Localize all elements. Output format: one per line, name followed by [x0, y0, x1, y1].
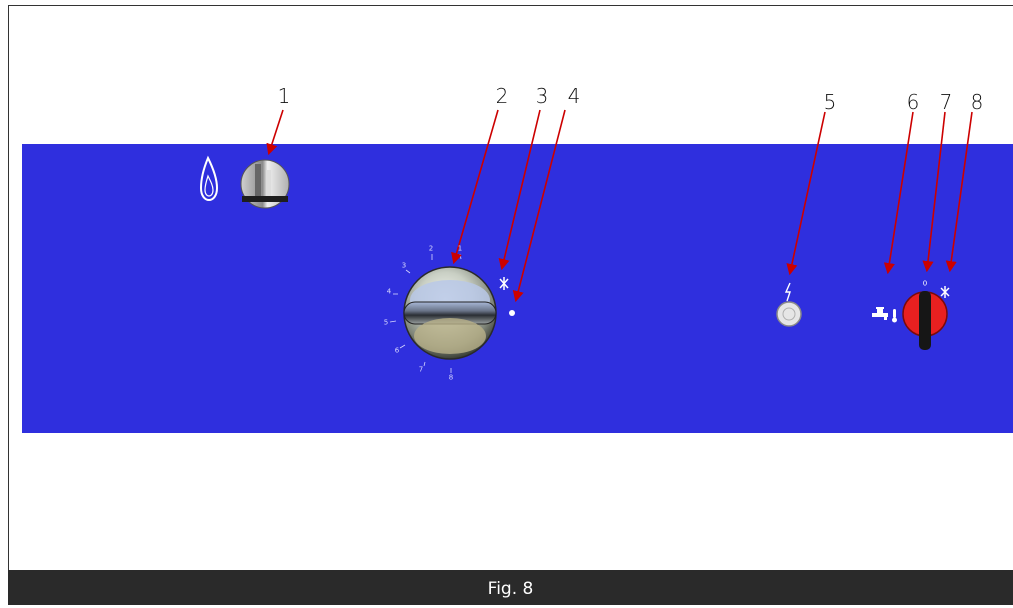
callout-8: 8: [970, 90, 984, 114]
dial-scale-number: 6: [394, 346, 400, 355]
callout-2: 2: [495, 84, 509, 108]
dial-scale-number: 8: [448, 373, 454, 382]
pilot-button[interactable]: [240, 159, 290, 209]
selector-spark-icon: [940, 286, 950, 298]
selector-knob[interactable]: [902, 291, 948, 350]
dial-scale-number: 2: [428, 244, 434, 253]
dial-scale-number: 5: [383, 318, 389, 327]
lightning-icon: [784, 282, 791, 302]
dial-scale-number: 1: [457, 244, 463, 253]
control-panel: [22, 144, 1013, 433]
dial-scale-number: 4: [386, 287, 392, 296]
thermostat-knob[interactable]: [403, 266, 497, 360]
water-tap-thermometer-icon: [872, 307, 897, 323]
figure-caption: Fig. 8: [8, 570, 1013, 605]
callout-7: 7: [939, 90, 953, 114]
callout-6: 6: [906, 90, 920, 114]
selector-zero-label: 0: [922, 279, 928, 288]
dial-scale-number: 7: [418, 365, 424, 374]
callout-3: 3: [535, 84, 549, 108]
indicator-lamp: [776, 301, 802, 327]
spark-icon: [499, 277, 509, 290]
callout-4: 4: [567, 84, 581, 108]
callout-arrows: [266, 109, 973, 303]
callout-5: 5: [823, 90, 837, 114]
callout-1: 1: [277, 84, 291, 108]
dial-scale-number: 3: [401, 261, 407, 270]
flame-icon: [199, 155, 219, 202]
off-position-dot: [509, 310, 515, 316]
